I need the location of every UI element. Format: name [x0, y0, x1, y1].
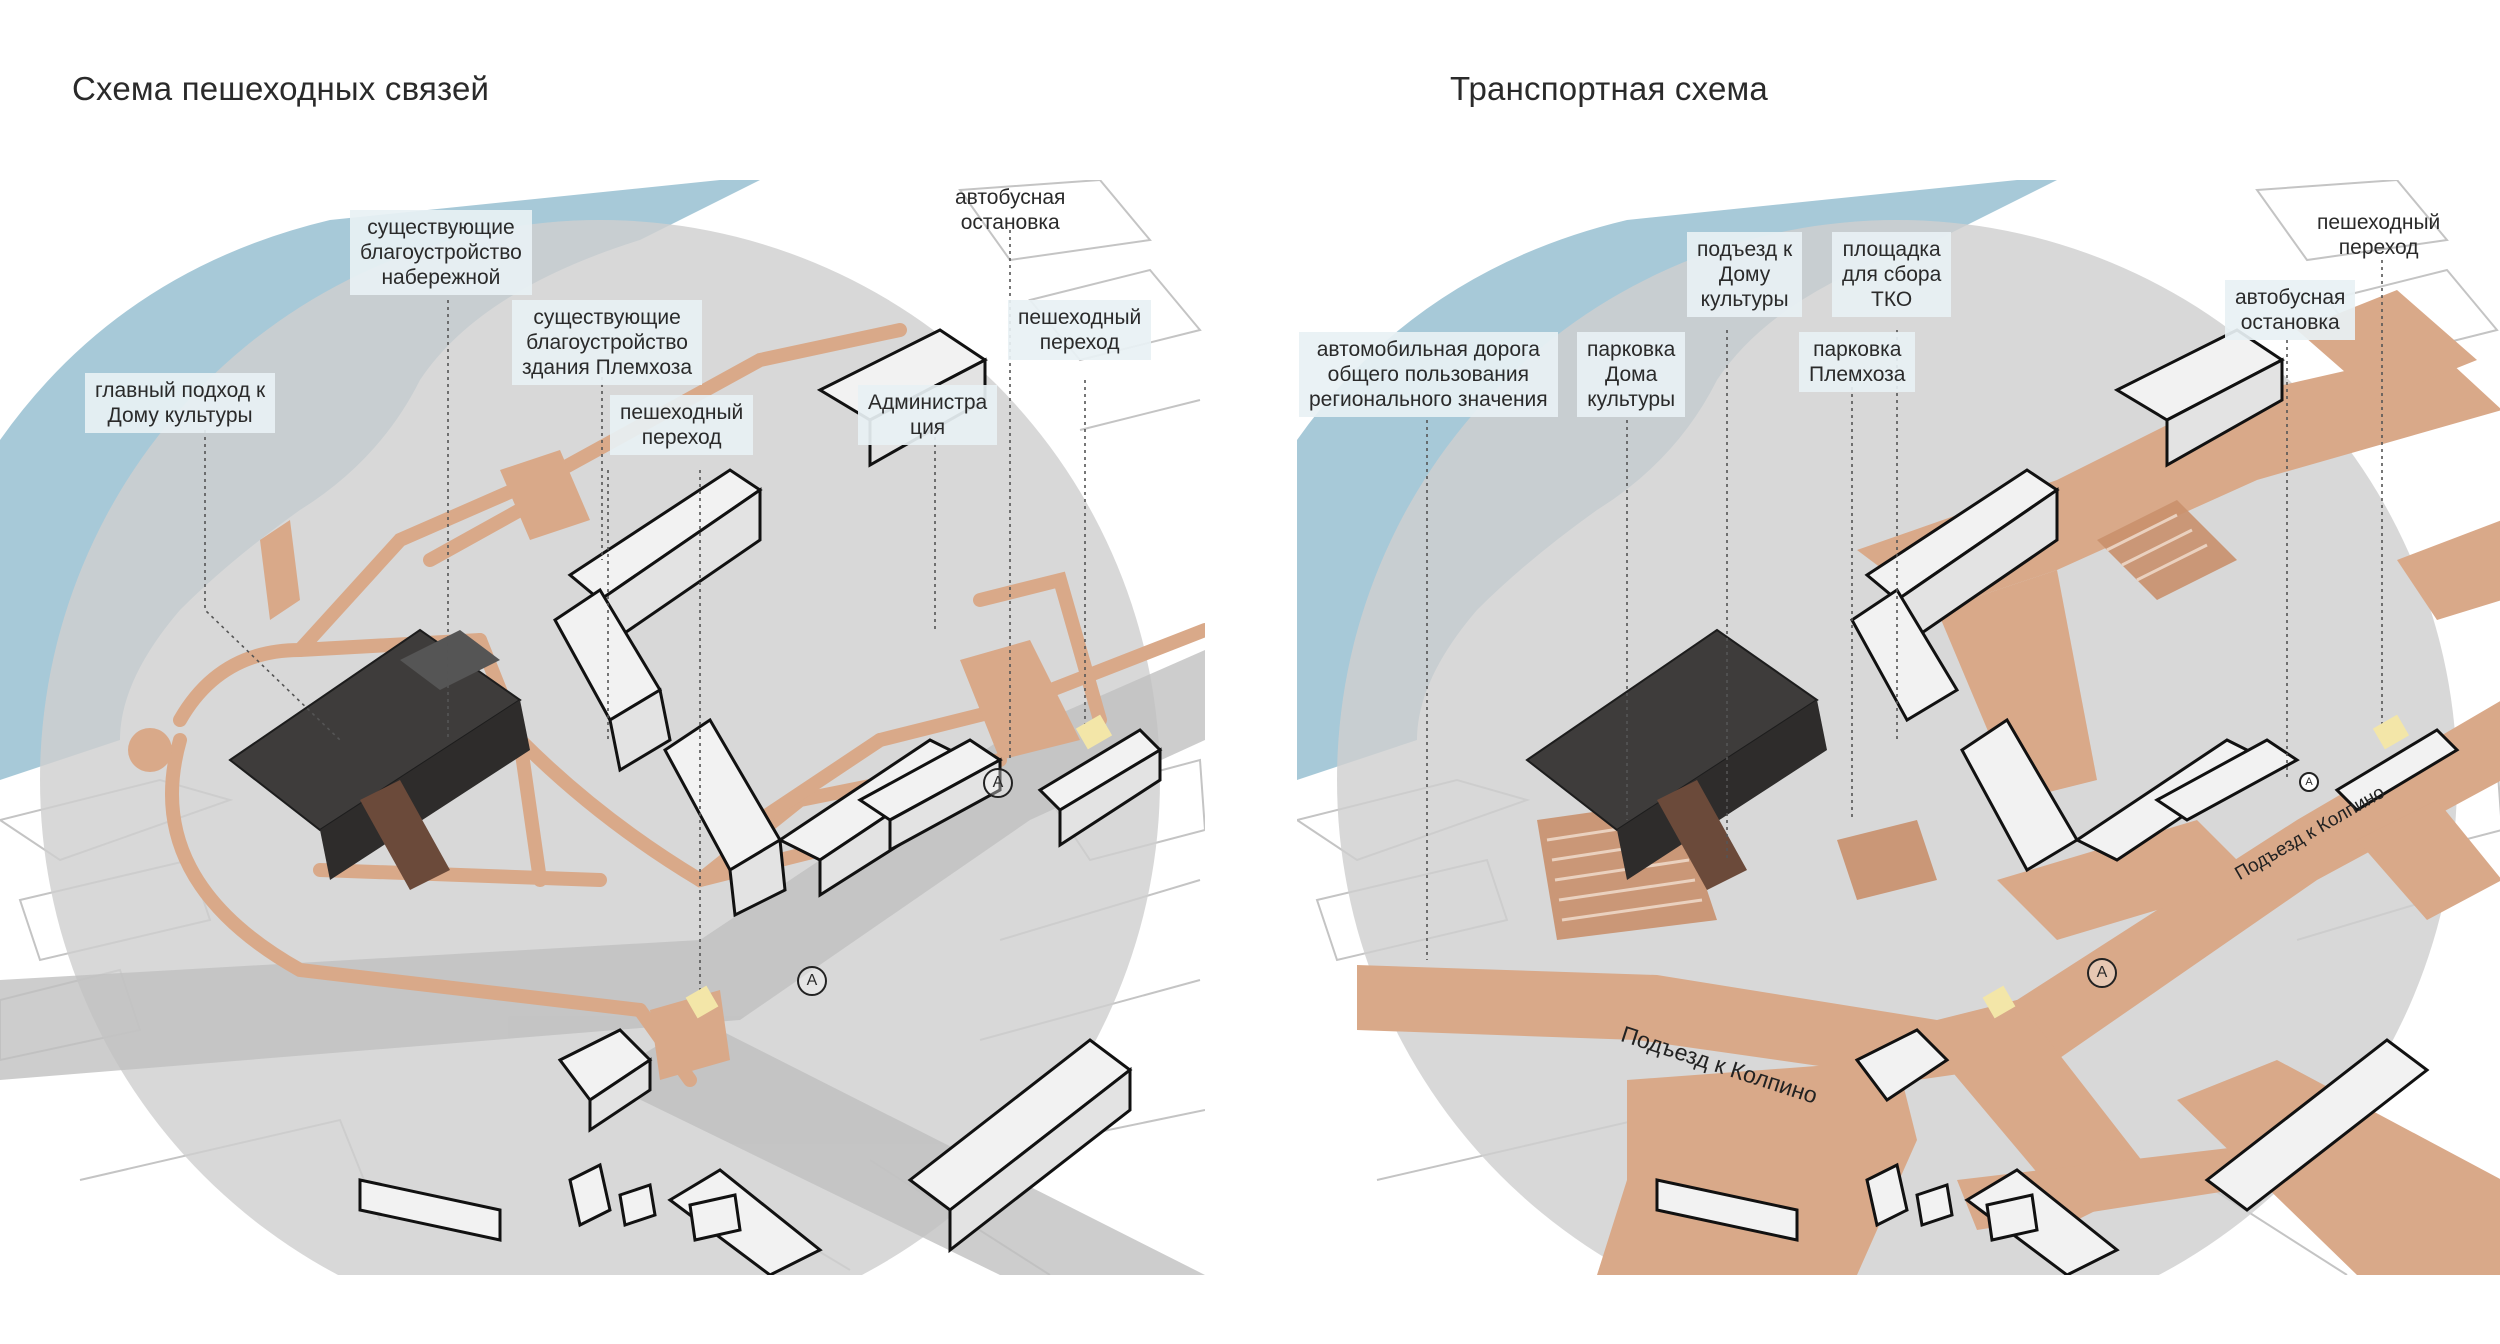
bus-stop-marker-1: A [983, 768, 1013, 798]
outlined-buildings-right [1655, 328, 2460, 1275]
leader-lines [204, 230, 1086, 1000]
label-parking-dk: парковка Дома культуры [1577, 332, 1686, 417]
crossings-right [1982, 714, 2410, 1019]
river-right [1297, 180, 2057, 780]
label-crossing-right-panel: пешеходный переход [2317, 211, 2441, 259]
label-main-approach: главный подход к Дому культуры [85, 373, 276, 433]
label-plemhoz-building: существующие благоустройство здания Плем… [512, 300, 703, 385]
transport-map-drawing [1297, 180, 2500, 1275]
label-bus-stop: автобусная остановка [955, 186, 1066, 234]
pedestrian-scheme-map: существующие благоустройство набережной … [0, 180, 1205, 1275]
label-crossing-center: пешеходный переход [610, 395, 754, 455]
label-administration: Администра ция [858, 385, 998, 445]
crossings [685, 714, 1113, 1019]
right-title: Транспортная схема [1450, 70, 1768, 107]
paved-areas [128, 450, 1080, 1080]
label-crossing-right: пешеходный переход [1008, 300, 1152, 360]
label-parking-plemhoz: парковка Племхоза [1799, 332, 1916, 392]
house-of-culture-right [1525, 628, 1827, 890]
label-bus-stop-right: автобусная остановка [2225, 280, 2356, 340]
label-regional-road: автомобильная дорога общего пользования … [1299, 332, 1558, 417]
label-waste-site: площадка для сбора ТКО [1832, 232, 1952, 317]
bus-stop-marker-right-1: A [2087, 958, 2117, 988]
leader-lines-right [1426, 260, 2383, 960]
bus-stop-marker-2: A [797, 966, 827, 996]
bus-stop-marker-right-2: A [2299, 772, 2319, 792]
label-embankment: существующие благоустройство набережной [350, 210, 532, 295]
label-access-dk: подъезд к Дому культуры [1687, 232, 1803, 317]
river [0, 180, 760, 780]
transport-scheme-map: автомобильная дорога общего пользования … [1297, 180, 2500, 1275]
left-title: Схема пешеходных связей [72, 70, 490, 107]
